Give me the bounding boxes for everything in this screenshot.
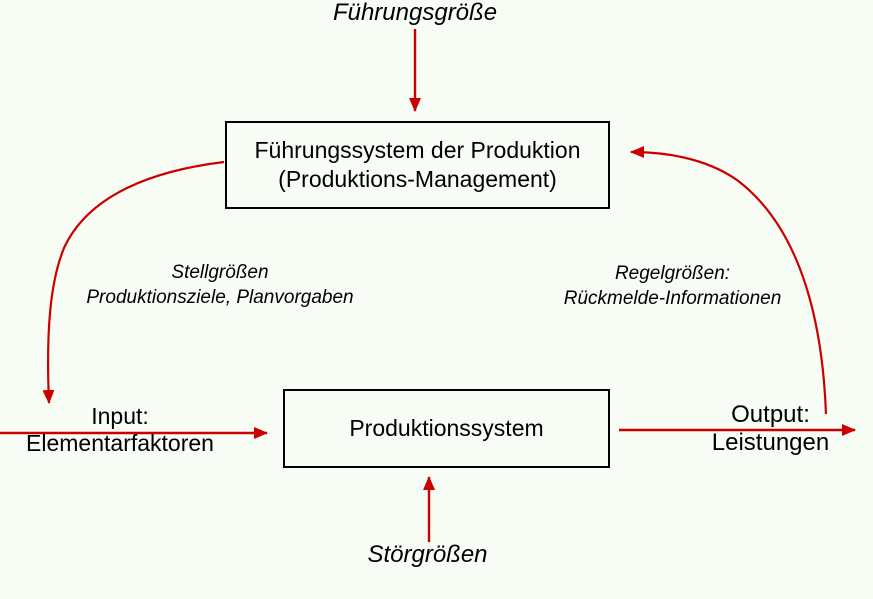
production-box-label: Produktionssystem [349,415,544,441]
fuehrungsgroesse-label: Führungsgröße [332,0,498,26]
output-label-line2: Leistungen [711,429,830,456]
regelgroessen-line1: Regelgrößen: [614,263,731,284]
input-label: Input: Elementarfaktoren [0,403,240,457]
regelgroessen-curve-arrow [630,146,828,415]
management-system-box: Führungssystem der Produktion (Produktio… [225,121,610,209]
output-label: Output: Leistungen [688,401,853,457]
regelgroessen-label: Regelgrößen: Rückmelde-Informationen [540,261,805,311]
management-box-line2: (Produktions-Management) [278,166,557,192]
stellgroessen-line2: Produktionsziele, Planvorgaben [86,287,354,308]
stellgroessen-line1: Stellgrößen [171,262,269,283]
management-box-line1: Führungssystem der Produktion [254,137,581,163]
stellgroessen-curve-arrow [42,160,225,404]
input-label-line1: Input: [91,403,149,429]
output-label-line1: Output: [731,401,810,428]
stoergroessen-label: Störgrößen [367,541,488,568]
input-label-line2: Elementarfaktoren [26,430,214,456]
regelgroessen-line2: Rückmelde-Informationen [563,288,782,309]
stellgroessen-label: Stellgrößen Produktionsziele, Planvorgab… [55,260,385,310]
production-system-box: Produktionssystem [283,389,610,468]
